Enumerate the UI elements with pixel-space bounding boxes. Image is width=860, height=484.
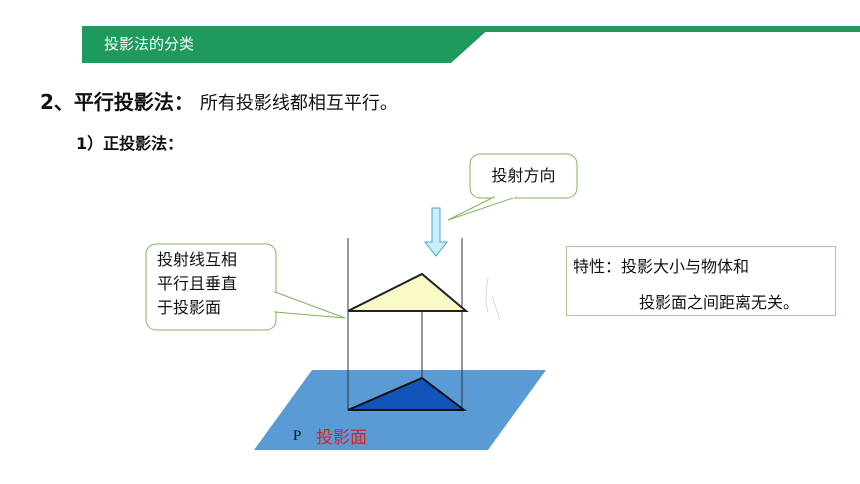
header-title: 投影法的分类 <box>104 35 195 53</box>
property-line-1: 特性：投影大小与物体和 <box>573 257 750 276</box>
header-band <box>82 26 492 63</box>
property-line-2: 投影面之间距离无关。 <box>639 293 800 312</box>
callout-rays-line-1: 投射线互相 <box>157 250 238 269</box>
callout-direction-text: 投射方向 <box>491 166 556 185</box>
callout-rays-line-2: 平行且垂直 <box>157 274 238 293</box>
section-heading-label: 2、平行投影法： <box>40 90 194 114</box>
callout-rays-line-3: 于投影面 <box>157 298 222 317</box>
projected-triangle <box>347 376 467 411</box>
section-description: 所有投影线都相互平行。 <box>199 93 398 114</box>
section-heading: 2、平行投影法：所有投影线都相互平行。 <box>40 88 398 118</box>
faint-curve <box>485 277 501 321</box>
plane-label: 投影面 <box>316 428 367 448</box>
callout-rays-text: 投射线互相 平行且垂直 于投影面 <box>157 248 277 320</box>
subsection-heading: 1）正投影法： <box>76 134 184 153</box>
header-line <box>470 26 860 32</box>
down-arrow-icon <box>423 207 449 257</box>
property-box: 特性：投影大小与物体和 投影面之间距离无关。 <box>566 246 836 316</box>
callout-rays-bubble <box>145 243 346 331</box>
callout-direction-bubble <box>447 153 578 221</box>
plane-letter: P <box>293 428 302 444</box>
object-triangle <box>347 272 469 312</box>
